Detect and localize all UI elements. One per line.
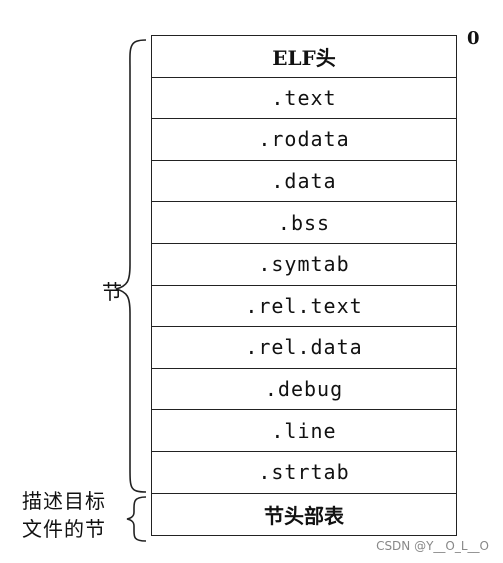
section-row: .line xyxy=(152,410,456,452)
section-row: .text xyxy=(152,78,456,120)
elf-layout-stack: ELF头.text.rodata.data.bss.symtab.rel.tex… xyxy=(151,35,457,537)
section-row: .bss xyxy=(152,202,456,244)
section-row: .symtab xyxy=(152,244,456,286)
sections-brace-label: 节 xyxy=(102,280,122,304)
offset-zero-label: 0 xyxy=(467,28,480,49)
section-row: ELF头 xyxy=(152,36,456,78)
section-row: .rodata xyxy=(152,119,456,161)
watermark: CSDN @Y__O_L__O xyxy=(376,539,489,553)
section-row: .strtab xyxy=(152,452,456,494)
header-brace xyxy=(126,496,147,542)
section-header-label-line1: 描述目标 xyxy=(22,489,106,513)
section-row: .debug xyxy=(152,369,456,411)
section-header-label-line2: 文件的节 xyxy=(22,517,106,541)
section-row: .rel.text xyxy=(152,286,456,328)
section-row: .rel.data xyxy=(152,327,456,369)
section-header-brace-label: 描述目标 文件的节 xyxy=(22,487,122,543)
section-row: 节头部表 xyxy=(264,503,344,528)
section-row: .data xyxy=(152,161,456,203)
sections-brace xyxy=(115,39,147,493)
